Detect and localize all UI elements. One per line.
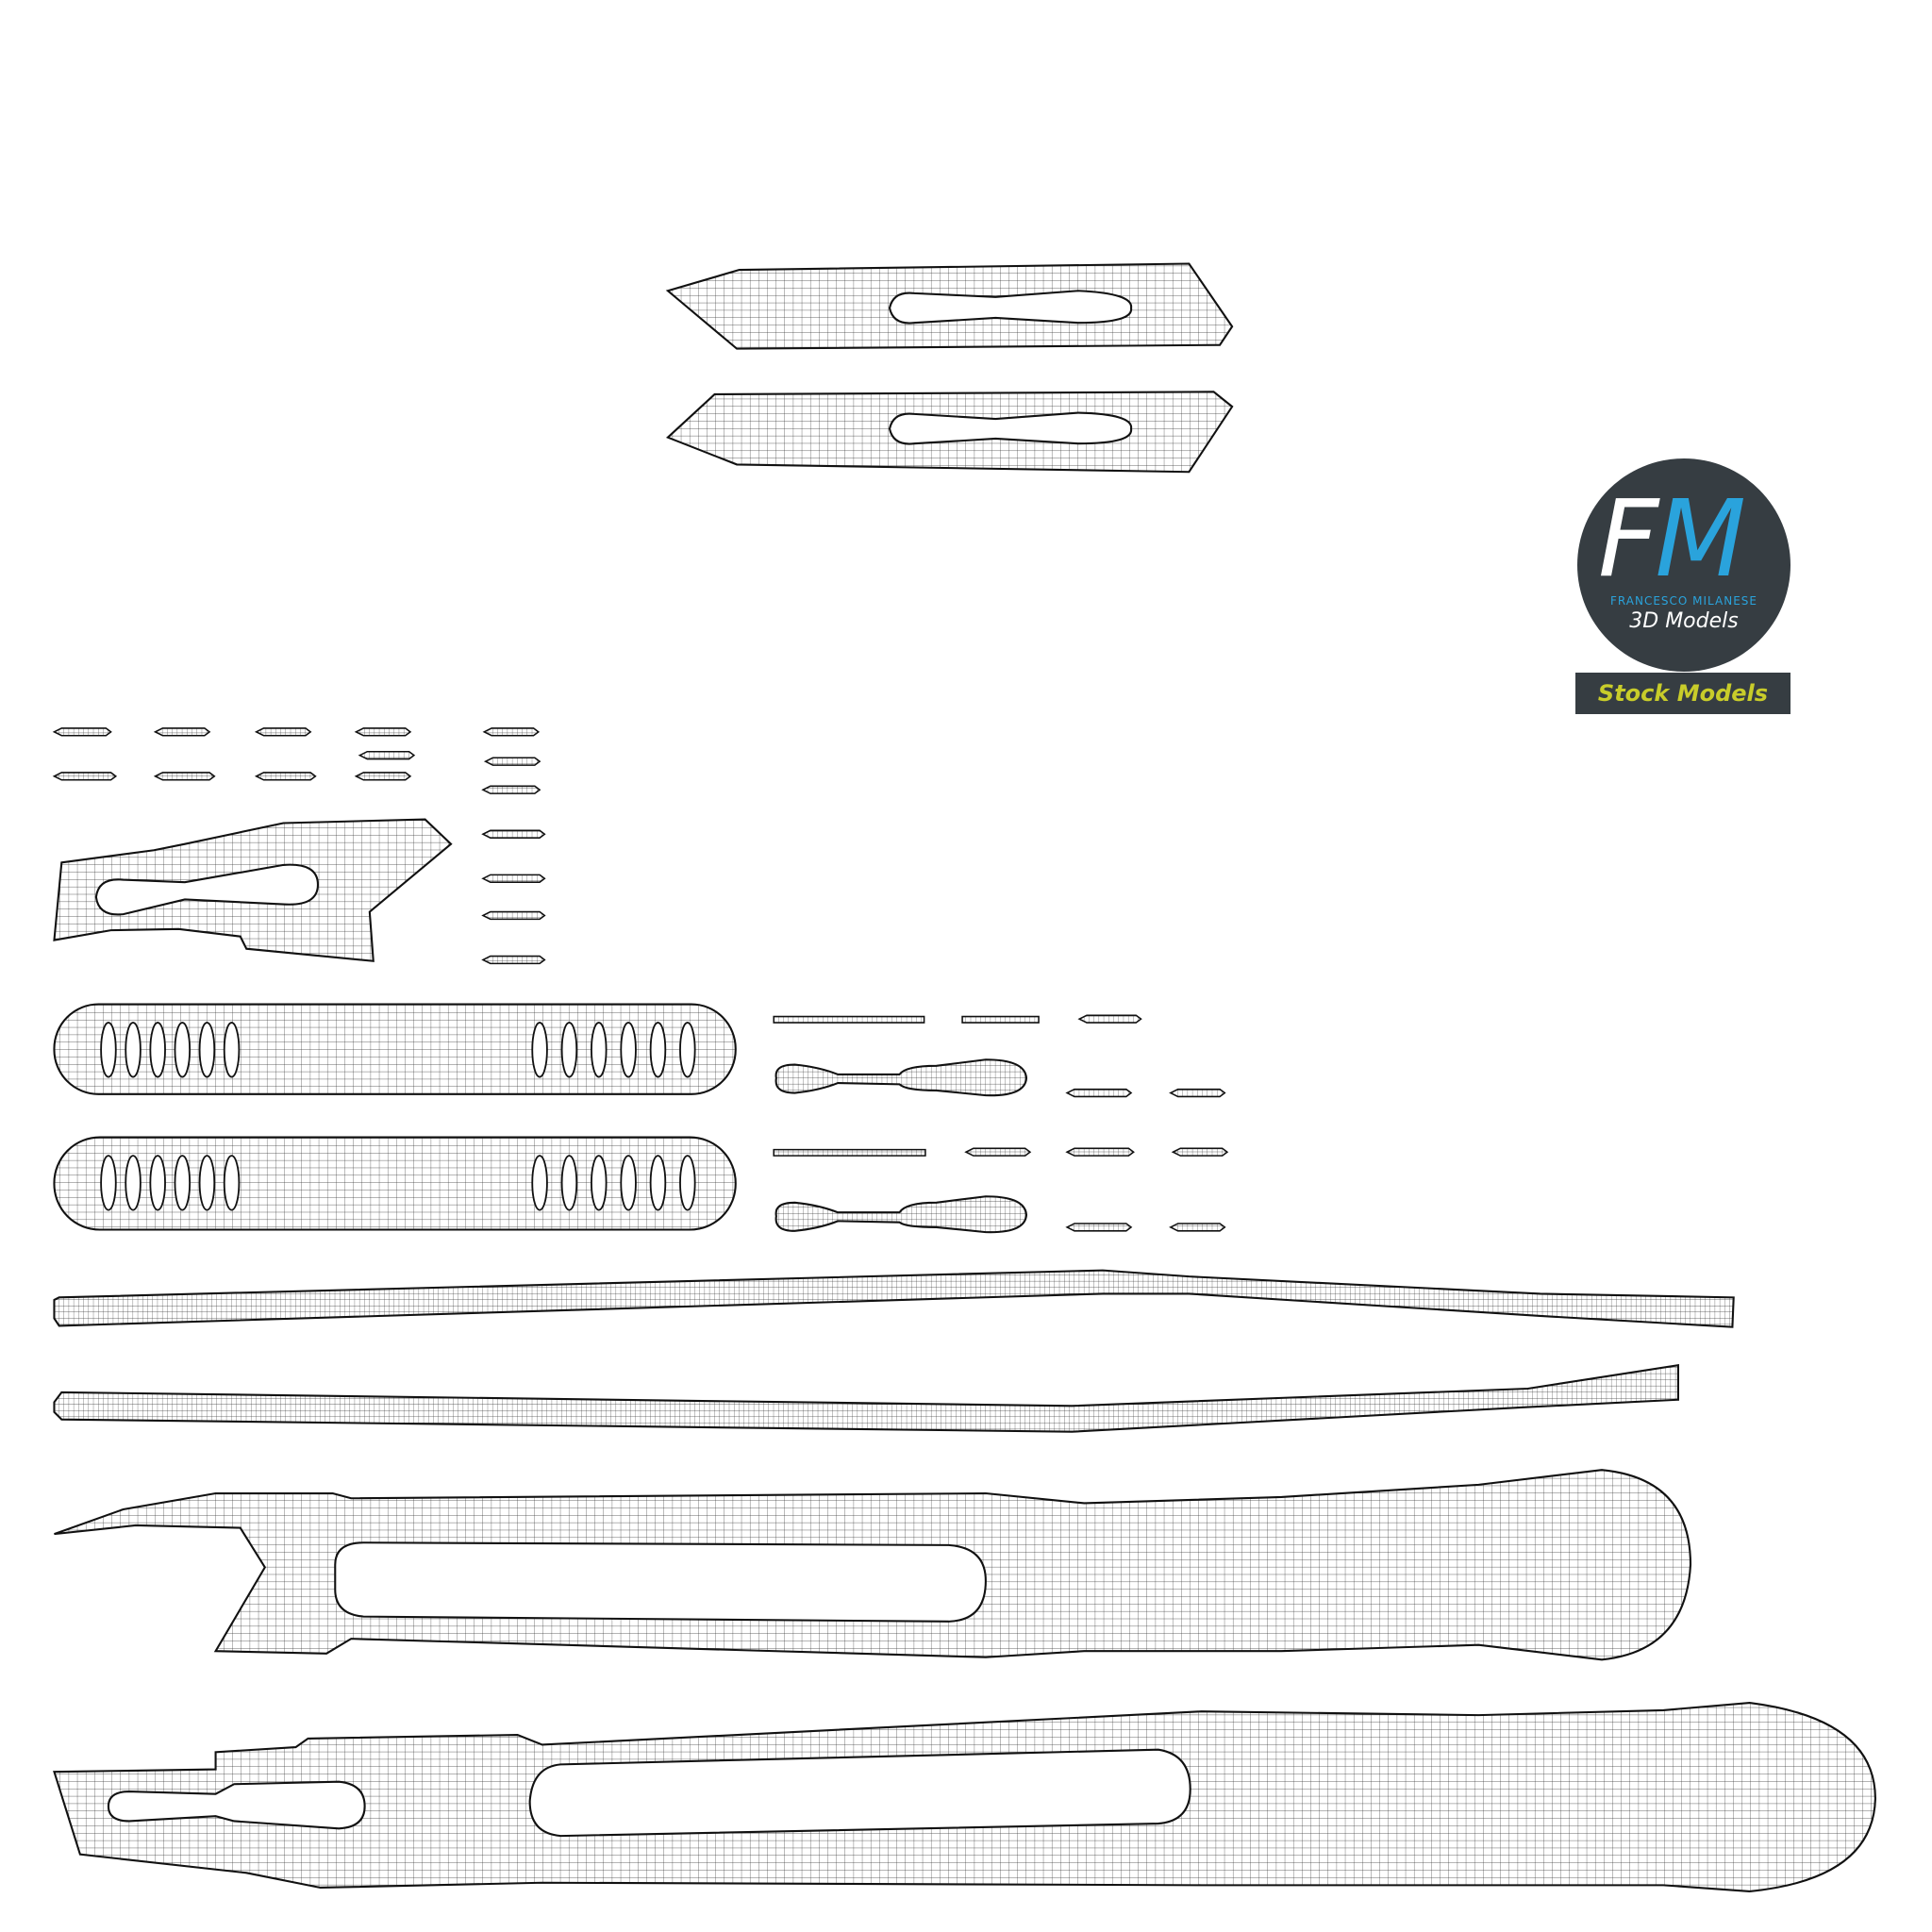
handle-1: [54, 1469, 1692, 1661]
blade-top-1: [665, 262, 1234, 350]
fm-logo-badge: FM FRANCESCO MILANESE 3D Models: [1577, 458, 1790, 672]
fm-monogram: FM: [1598, 487, 1746, 592]
handle-2: [53, 1702, 1876, 1892]
blade-side-piece: [53, 818, 453, 962]
stock-models-banner: Stock Models: [1575, 673, 1790, 714]
logo-letter-m: M: [1655, 478, 1746, 601]
logo-author: FRANCESCO MILANESE: [1610, 594, 1757, 608]
logo-letter-f: F: [1598, 478, 1658, 601]
blade-top-2: [665, 391, 1234, 474]
grip-pad-1: [53, 1003, 737, 1095]
small-strips: [52, 727, 546, 965]
long-strips: [53, 1269, 1735, 1433]
grip-pad-2: [53, 1136, 737, 1231]
logo-subtitle: 3D Models: [1629, 609, 1739, 633]
mid-strips: [773, 1014, 1229, 1234]
